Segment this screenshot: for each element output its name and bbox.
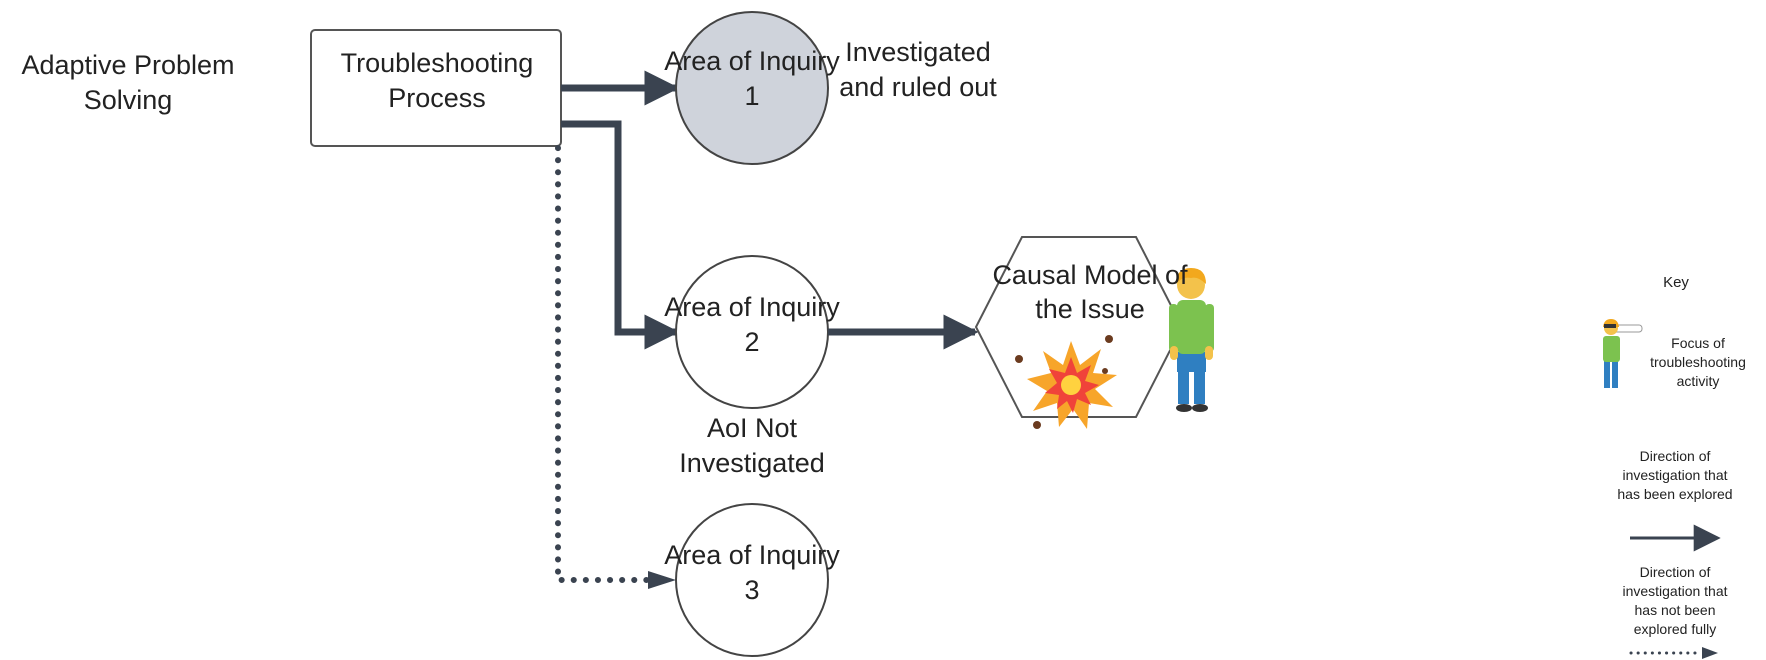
key-title: Key (1663, 274, 1689, 291)
troubleshooting-process-label: Troubleshooting Process (340, 48, 534, 113)
dotted-arrow-head-area-3 (648, 571, 676, 589)
key-not-explored-label: Direction of investigation that has not … (1622, 564, 1728, 637)
dotted-arrow-to-area-3 (555, 145, 653, 583)
area-1-status-note: Investigated and ruled out (839, 37, 997, 102)
causal-model-label: Causal Model of the Issue (992, 260, 1188, 324)
key-focus-label: Focus of troubleshooting activity (1650, 335, 1746, 389)
diagram-title: Adaptive Problem Solving (21, 50, 235, 115)
person-with-flashlight-icon (1603, 319, 1643, 388)
area-of-inquiry-3-label: Area of Inquiry 3 (664, 540, 840, 605)
key-explored-label: Direction of investigation that has been… (1617, 448, 1733, 502)
area-of-inquiry-1-circle (675, 11, 829, 165)
arrow-to-area-2 (561, 120, 680, 350)
area-of-inquiry-2-label: Area of Inquiry 2 (664, 292, 840, 357)
area-of-inquiry-1-label: Area of Inquiry 1 (664, 46, 840, 111)
key-dotted-arrow-head (1702, 647, 1718, 659)
area-2-status-note: AoI Not Investigated (679, 413, 825, 478)
person-icon (1169, 268, 1214, 412)
explosion-icon (1015, 335, 1117, 429)
area-of-inquiry-3-circle (675, 503, 829, 657)
